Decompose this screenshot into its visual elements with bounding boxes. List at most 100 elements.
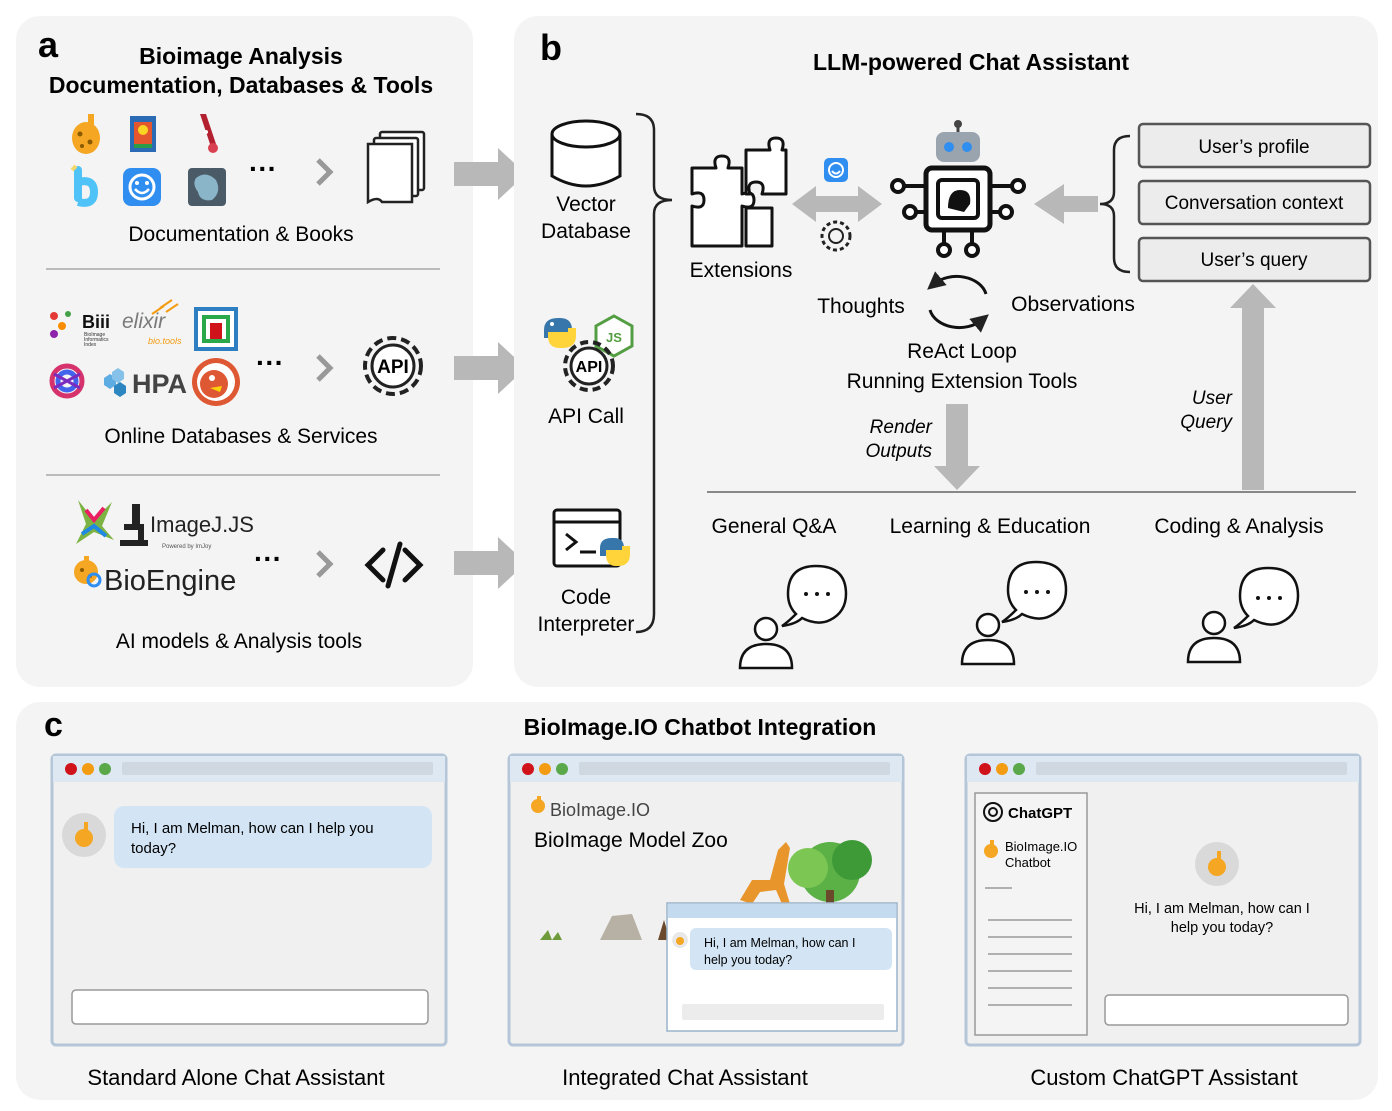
imagej-logo-sub: Powered by ImJoy bbox=[162, 544, 211, 550]
duckduckgo-logo-icon bbox=[192, 358, 240, 406]
embedded-chat-input[interactable] bbox=[682, 1004, 884, 1020]
bioengine-giraffe-icon bbox=[74, 556, 102, 588]
row1-chevron-icon bbox=[316, 158, 334, 186]
chat-bubble-line1: Hi, I am Melman, how can I help you bbox=[131, 820, 374, 837]
puzzle-extensions-icon bbox=[690, 136, 788, 248]
api-call-gear-icon: API bbox=[563, 340, 615, 392]
use-case-general-qa: General Q&A bbox=[712, 515, 837, 538]
arrow-user-query bbox=[1230, 284, 1276, 490]
vector-db-label-line1: Vector bbox=[556, 193, 616, 216]
hpa-logo-icon: HPA bbox=[104, 368, 187, 399]
use-case-coding: Coding & Analysis bbox=[1154, 515, 1323, 538]
chatgpt-bot-avatar bbox=[1195, 842, 1239, 886]
panel-c: c BioImage.IO Chatbot Integration Hi, I … bbox=[16, 702, 1378, 1100]
code-interpreter-label-line2: Interpreter bbox=[538, 613, 635, 636]
row2-chevron-icon bbox=[316, 354, 334, 382]
context-box-query-label: User’s query bbox=[1200, 250, 1308, 271]
bioimage-brand-text: BioImage.IO bbox=[550, 800, 650, 820]
embedded-chat-bubble bbox=[690, 928, 892, 970]
biotools-logo-text: bio.tools bbox=[148, 336, 182, 346]
user-chat-icon-3 bbox=[1186, 566, 1300, 664]
giraffe-logo-icon bbox=[72, 114, 100, 154]
use-case-learning: Learning & Education bbox=[890, 515, 1091, 538]
maximize-dot-icon bbox=[556, 763, 568, 775]
documents-icon bbox=[366, 130, 426, 205]
code-brackets-icon bbox=[364, 541, 424, 589]
arrow-tools-to-code bbox=[454, 537, 526, 589]
microscope-logo-icon bbox=[120, 504, 148, 546]
melman-avatar bbox=[62, 813, 106, 857]
biii-logo-icon: Biii BioImage Informatics Index bbox=[50, 311, 110, 348]
sidebar-history-lines bbox=[985, 887, 1072, 1006]
minimize-dot-icon bbox=[996, 763, 1008, 775]
chatgpt-sidebar bbox=[974, 792, 1088, 1036]
chat-bubble-line2: today? bbox=[131, 840, 176, 857]
embedded-bubble-line1: Hi, I am Melman, how can I bbox=[704, 936, 855, 950]
panel-b-letter: b bbox=[540, 27, 562, 68]
window1-caption: Standard Alone Chat Assistant bbox=[87, 1065, 384, 1090]
window2-caption: Integrated Chat Assistant bbox=[562, 1065, 808, 1090]
python-logo-icon bbox=[544, 318, 576, 348]
robot-icon bbox=[890, 120, 1026, 258]
biii-logo-sub2: Informatics bbox=[84, 337, 109, 343]
api-gear-text: API bbox=[377, 357, 409, 378]
chatgpt-input-field[interactable] bbox=[1104, 994, 1349, 1026]
chatgpt-logo-icon bbox=[983, 802, 1003, 822]
knot-logo-icon bbox=[49, 363, 85, 399]
biii-logo-sub1: BioImage bbox=[84, 332, 105, 338]
imagej-logo-text: ImageJ.JS bbox=[150, 512, 254, 537]
react-loop-label: ReAct Loop bbox=[907, 340, 1017, 363]
bidirectional-arrow-extensions-robot bbox=[792, 186, 882, 222]
b-logo-icon bbox=[70, 164, 99, 207]
react-loop-sublabel: Running Extension Tools bbox=[847, 370, 1078, 393]
panel-b-title: LLM-powered Chat Assistant bbox=[813, 49, 1129, 75]
thoughts-label: Thoughts bbox=[817, 295, 905, 318]
tools-curly-brace bbox=[635, 112, 673, 634]
imjoy-logo-icon bbox=[123, 168, 161, 206]
chatgpt-greeting-line1: Hi, I am Melman, how can I bbox=[1134, 901, 1310, 917]
context-curly-brace bbox=[1099, 134, 1131, 274]
zoo-illustration bbox=[540, 840, 872, 940]
terminal-python-icon bbox=[600, 538, 630, 566]
row1-ellipsis: ··· bbox=[249, 153, 277, 184]
extensions-label: Extensions bbox=[690, 259, 793, 282]
arrow-context-to-robot bbox=[1034, 184, 1098, 224]
arrow-render-outputs bbox=[934, 404, 980, 490]
elixir-logo-icon: elixir bio.tools bbox=[122, 299, 182, 346]
window3-caption: Custom ChatGPT Assistant bbox=[1030, 1065, 1297, 1090]
minimize-dot-icon bbox=[539, 763, 551, 775]
chat-input-field[interactable] bbox=[71, 989, 429, 1025]
panel-a: a Bioimage Analysis Documentation, Datab… bbox=[16, 16, 473, 687]
panel-c-title: BioImage.IO Chatbot Integration bbox=[524, 714, 877, 740]
vector-db-label-line2: Database bbox=[541, 220, 631, 243]
chatbot-name-line2: Chatbot bbox=[1005, 855, 1051, 870]
bioimage-giraffe-icon bbox=[531, 796, 545, 813]
context-box-query: User’s query bbox=[1137, 236, 1372, 283]
panel-a-title-line1: Bioimage Analysis bbox=[139, 43, 343, 69]
row3-ellipsis: ··· bbox=[254, 543, 282, 574]
database-icon bbox=[550, 119, 622, 188]
hpa-logo-text: HPA bbox=[132, 369, 187, 399]
arrow-databases-to-api bbox=[454, 342, 526, 394]
render-outputs-label-line1: Render bbox=[870, 417, 933, 438]
chatbot-giraffe-icon bbox=[984, 840, 998, 858]
close-dot-icon bbox=[979, 763, 991, 775]
user-chat-icon-1 bbox=[738, 564, 848, 670]
api-call-gear-text: API bbox=[576, 359, 603, 376]
panel-c-letter: c bbox=[44, 706, 63, 744]
panel-b: b LLM-powered Chat Assistant Vector Data… bbox=[514, 16, 1378, 687]
observations-label: Observations bbox=[1011, 293, 1135, 316]
biii-logo-text: Biii bbox=[82, 312, 110, 332]
bioengine-logo-text: BioEngine bbox=[104, 565, 236, 597]
maximize-dot-icon bbox=[1013, 763, 1025, 775]
row2-caption: Online Databases & Services bbox=[104, 425, 377, 448]
minimize-dot-icon bbox=[82, 763, 94, 775]
context-box-conversation-label: Conversation context bbox=[1165, 193, 1344, 214]
arrow-docs-to-vector-db bbox=[454, 148, 526, 200]
openai-swirl-icon bbox=[820, 220, 852, 252]
cell-logo-icon bbox=[188, 168, 226, 206]
panel-a-title-line2: Documentation, Databases & Tools bbox=[49, 72, 433, 98]
biii-logo-sub3: Index bbox=[84, 342, 97, 348]
chatgpt-greeting-line2: help you today? bbox=[1171, 920, 1273, 936]
integrated-chat-window: BioImage.IO BioImage Model Zoo Hi, I am … bbox=[507, 753, 905, 1047]
